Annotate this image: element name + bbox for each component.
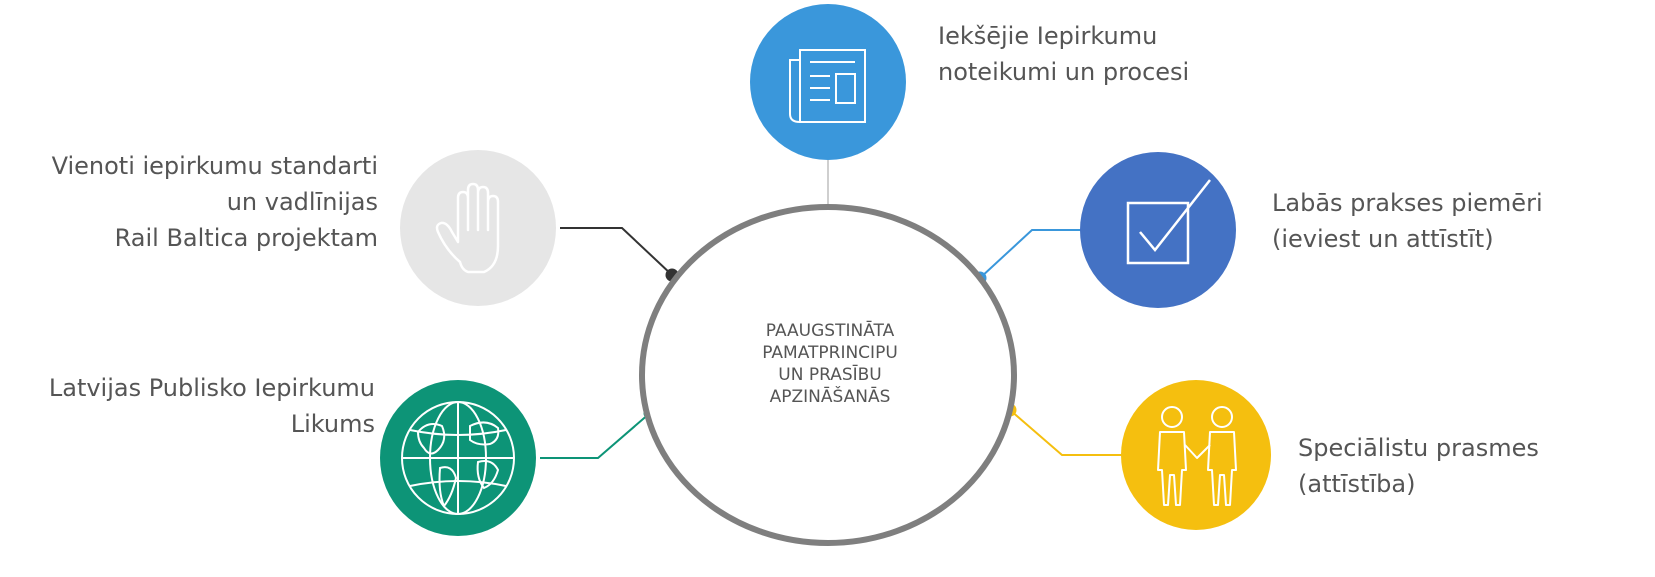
newspaper-icon <box>789 49 866 123</box>
label-top-line: Iekšējie Iepirkumu <box>938 22 1158 50</box>
label-upper-right-line: Labās prakses piemēri <box>1272 189 1543 217</box>
connector-lower-left <box>540 412 651 459</box>
handshake-icon <box>1157 406 1237 506</box>
label-upper-left-line: Vienoti iepirkumu standarti <box>51 152 378 180</box>
node-lower-left <box>380 380 536 536</box>
label-lower-left-line: Likums <box>290 410 375 438</box>
label-upper-left-line: un vadlīnijas <box>226 188 378 216</box>
connector-lower-right <box>1009 409 1122 456</box>
label-lower-left: Latvijas Publisko Iepirkumu Likums <box>49 370 375 442</box>
label-lower-left-line: Latvijas Publisko Iepirkumu <box>48 374 375 402</box>
center-label-line: UN PRASĪBU <box>778 365 882 385</box>
center-label-line: PAMATPRINCIPU <box>762 343 898 363</box>
label-lower-right-line: (attīstība) <box>1298 470 1416 498</box>
node-top-circle <box>750 4 906 160</box>
label-lower-right-line: Speciālistu prasmes <box>1298 434 1539 462</box>
label-top: Iekšējie Iepirkumu noteikumi un procesi <box>938 18 1189 90</box>
node-top <box>750 4 906 160</box>
connector-upper-left <box>560 227 673 276</box>
center-ring <box>639 204 1017 546</box>
center-label: PAAUGSTINĀTA PAMATPRINCIPU UN PRASĪBU AP… <box>700 320 960 408</box>
hand-icon <box>435 182 500 274</box>
node-upper-left <box>400 150 556 306</box>
node-lower-right-circle <box>1121 380 1271 530</box>
label-upper-right-line: (ieviest un attīstīt) <box>1272 225 1494 253</box>
label-upper-left-line: Rail Baltica projektam <box>114 224 378 252</box>
connector-upper-right <box>979 229 1085 279</box>
label-upper-left: Vienoti iepirkumu standarti un vadlīnija… <box>52 148 378 256</box>
label-upper-right: Labās prakses piemēri (ieviest un attīst… <box>1272 185 1543 257</box>
center-label-line: APZINĀŠANĀS <box>769 387 891 407</box>
node-upper-right-circle <box>1080 152 1236 308</box>
globe-icon <box>401 401 515 515</box>
checkbox-icon <box>1126 179 1211 265</box>
center-label-line: PAAUGSTINĀTA <box>765 321 895 341</box>
label-lower-right: Speciālistu prasmes (attīstība) <box>1298 430 1539 502</box>
label-top-line: noteikumi un procesi <box>938 58 1190 86</box>
node-upper-right <box>1080 152 1236 308</box>
node-lower-right <box>1121 380 1271 530</box>
